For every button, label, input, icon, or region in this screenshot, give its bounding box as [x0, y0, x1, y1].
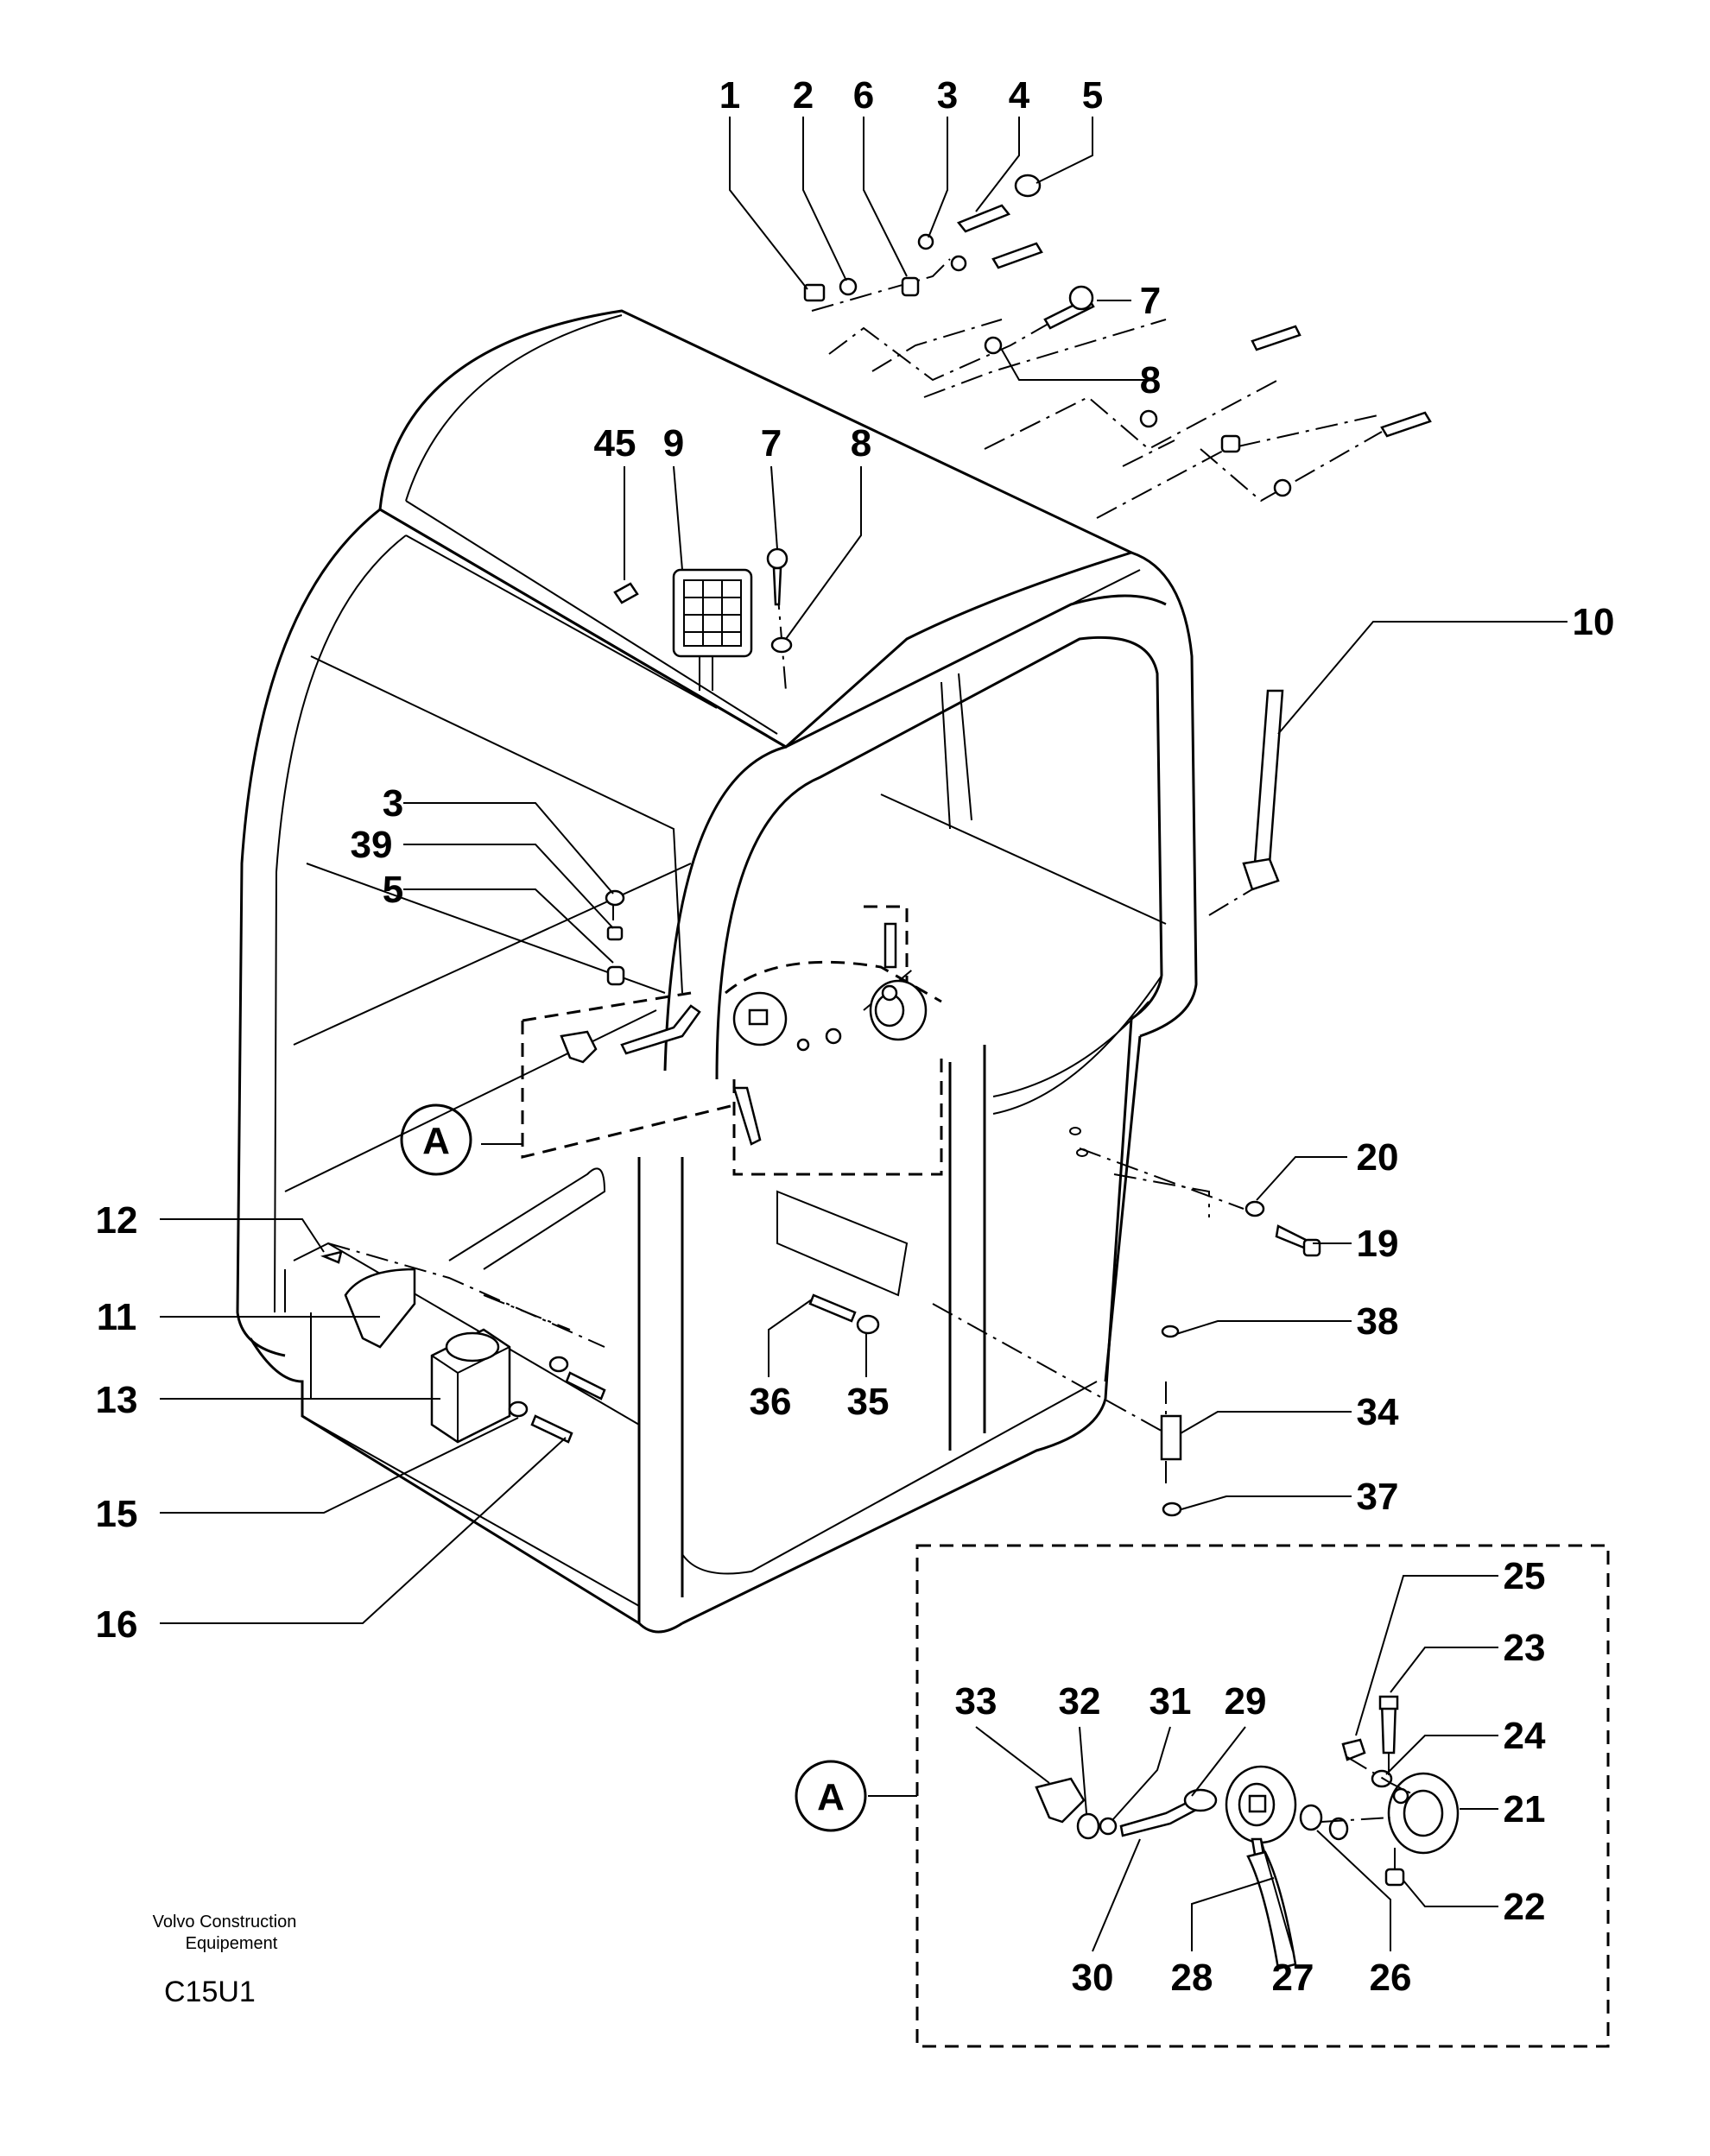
callout-39: 39	[351, 824, 393, 866]
callout-30: 30	[1072, 1957, 1114, 1999]
door-latch-main	[521, 905, 943, 1176]
callout-38: 38	[1357, 1300, 1399, 1343]
callout-6: 6	[853, 74, 874, 117]
callout-25: 25	[1504, 1555, 1546, 1597]
callout-4: 4	[1009, 74, 1030, 117]
callout-23: 23	[1504, 1627, 1546, 1669]
credit-line-2: Equipement	[186, 1934, 278, 1953]
callout-34: 34	[1357, 1391, 1399, 1433]
callout-3b: 3	[383, 782, 403, 825]
callout-13: 13	[96, 1379, 138, 1421]
callout-22: 22	[1504, 1886, 1546, 1928]
callout-3: 3	[937, 74, 958, 117]
callout-5b: 5	[383, 869, 403, 911]
callout-20: 20	[1357, 1136, 1399, 1179]
callout-7b: 7	[761, 422, 782, 465]
callout-21: 21	[1504, 1788, 1546, 1830]
callout-31: 31	[1150, 1680, 1192, 1723]
callout-27: 27	[1272, 1957, 1314, 1999]
detail-letter-inset: A	[817, 1776, 845, 1818]
callout-10: 10	[1573, 601, 1615, 643]
callout-1: 1	[719, 74, 740, 117]
roof-hardware	[605, 174, 1432, 986]
callout-8: 8	[1140, 359, 1161, 401]
callout-35: 35	[847, 1381, 890, 1423]
credit-block: Volvo Construction Equipement C15U1	[153, 1913, 297, 2008]
leader-lines	[160, 117, 1568, 1624]
misc-hardware	[320, 1127, 1321, 1517]
detail-a-inset	[868, 1544, 1610, 2048]
callout-5: 5	[1082, 74, 1103, 117]
handle-10	[1242, 689, 1284, 891]
callout-33: 33	[955, 1680, 998, 1723]
callout-16: 16	[96, 1603, 138, 1646]
callout-37: 37	[1357, 1476, 1399, 1518]
detail-marker-inset: A	[795, 1760, 867, 1832]
callout-15: 15	[96, 1493, 138, 1535]
callout-numbers: 1 2 6 3 4 5 7 8 45 9 7 8 10 3 39 5 20 19…	[96, 74, 1615, 1999]
detail-marker-main: A	[400, 1103, 472, 1176]
callout-2: 2	[793, 74, 814, 117]
callout-26: 26	[1370, 1957, 1412, 1999]
callout-32: 32	[1059, 1680, 1101, 1723]
callout-9: 9	[663, 422, 684, 465]
credit-line-1: Volvo Construction	[153, 1913, 297, 1932]
callout-45: 45	[594, 422, 636, 465]
callout-36: 36	[750, 1381, 792, 1423]
callout-19: 19	[1357, 1223, 1399, 1265]
callout-12: 12	[96, 1199, 138, 1242]
callout-28: 28	[1171, 1957, 1213, 1999]
cab-frame	[236, 309, 1198, 1634]
callout-8b: 8	[851, 422, 871, 465]
callout-11: 11	[97, 1296, 137, 1338]
callout-24: 24	[1504, 1715, 1546, 1757]
callout-29: 29	[1225, 1680, 1267, 1723]
detail-letter-main: A	[422, 1120, 450, 1162]
callout-7: 7	[1140, 280, 1161, 322]
drawing-code: C15U1	[164, 1976, 256, 2008]
